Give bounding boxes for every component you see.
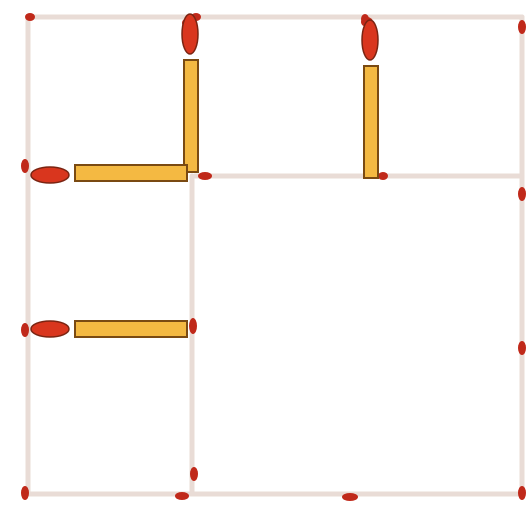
empty-match-heads bbox=[21, 13, 526, 501]
match-head-mark bbox=[21, 323, 29, 337]
match-stick bbox=[75, 165, 187, 181]
match-head bbox=[31, 321, 69, 337]
match-stick bbox=[184, 60, 198, 172]
match-head bbox=[182, 14, 198, 54]
match-head bbox=[31, 167, 69, 183]
match-head-mark bbox=[190, 467, 198, 481]
match-head-mark bbox=[189, 318, 197, 334]
match-head-mark bbox=[518, 187, 526, 201]
match-head-mark bbox=[518, 486, 526, 500]
match-stick bbox=[75, 321, 187, 337]
match-head-mark bbox=[518, 20, 526, 34]
match-left-lower-horizontal[interactable] bbox=[31, 321, 187, 337]
match-top-middle-vertical[interactable] bbox=[362, 20, 378, 178]
match-head-mark bbox=[25, 13, 35, 21]
match-head bbox=[362, 20, 378, 60]
match-head-mark bbox=[21, 159, 29, 173]
match-head-mark bbox=[175, 492, 189, 500]
match-head-mark bbox=[342, 493, 358, 501]
match-left-upper-horizontal[interactable] bbox=[31, 165, 187, 183]
match-head-mark bbox=[21, 486, 29, 500]
empty-match-positions bbox=[28, 17, 522, 494]
match-stick bbox=[364, 66, 378, 178]
match-top-left-vertical[interactable] bbox=[182, 14, 198, 172]
match-head-mark bbox=[378, 172, 388, 180]
match-head-mark bbox=[518, 341, 526, 355]
match-head-mark bbox=[198, 172, 212, 180]
